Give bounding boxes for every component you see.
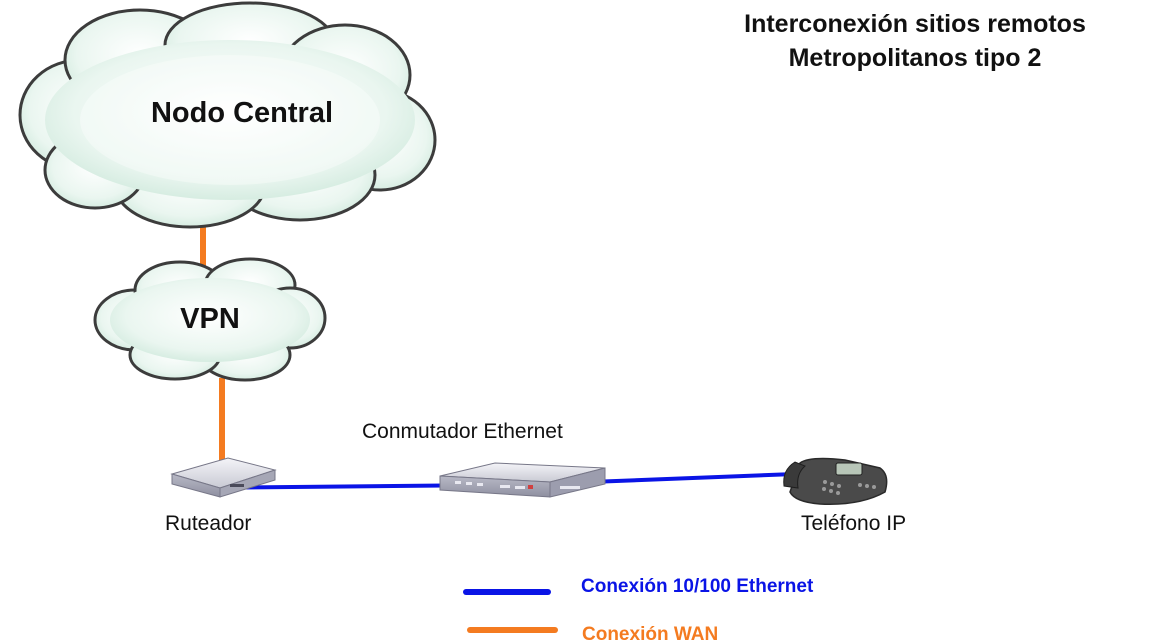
- router-label: Ruteador: [165, 512, 251, 535]
- cloud-nodo-central: [18, 1, 437, 229]
- ethernet-link-switch-phone: [589, 472, 796, 484]
- legend-wan-label: Conexión WAN: [582, 624, 718, 642]
- title-line-1: Interconexión sitios remotos: [744, 10, 1086, 38]
- cloud-vpn: [93, 257, 327, 382]
- title-line-2: Metropolitanos tipo 2: [788, 44, 1042, 72]
- switch-device: [439, 462, 606, 498]
- ip-phone-device: [783, 457, 888, 505]
- phone-label: Teléfono IP: [801, 512, 906, 535]
- legend-ethernet-label: Conexión 10/100 Ethernet: [581, 576, 814, 597]
- router-device: [170, 457, 277, 498]
- switch-label: Conmutador Ethernet: [362, 420, 563, 443]
- legend: Conexión 10/100 Ethernet Conexión WAN: [463, 576, 814, 642]
- cloud-vpn-label: VPN: [180, 303, 240, 335]
- cloud-nodo-central-label: Nodo Central: [151, 97, 333, 129]
